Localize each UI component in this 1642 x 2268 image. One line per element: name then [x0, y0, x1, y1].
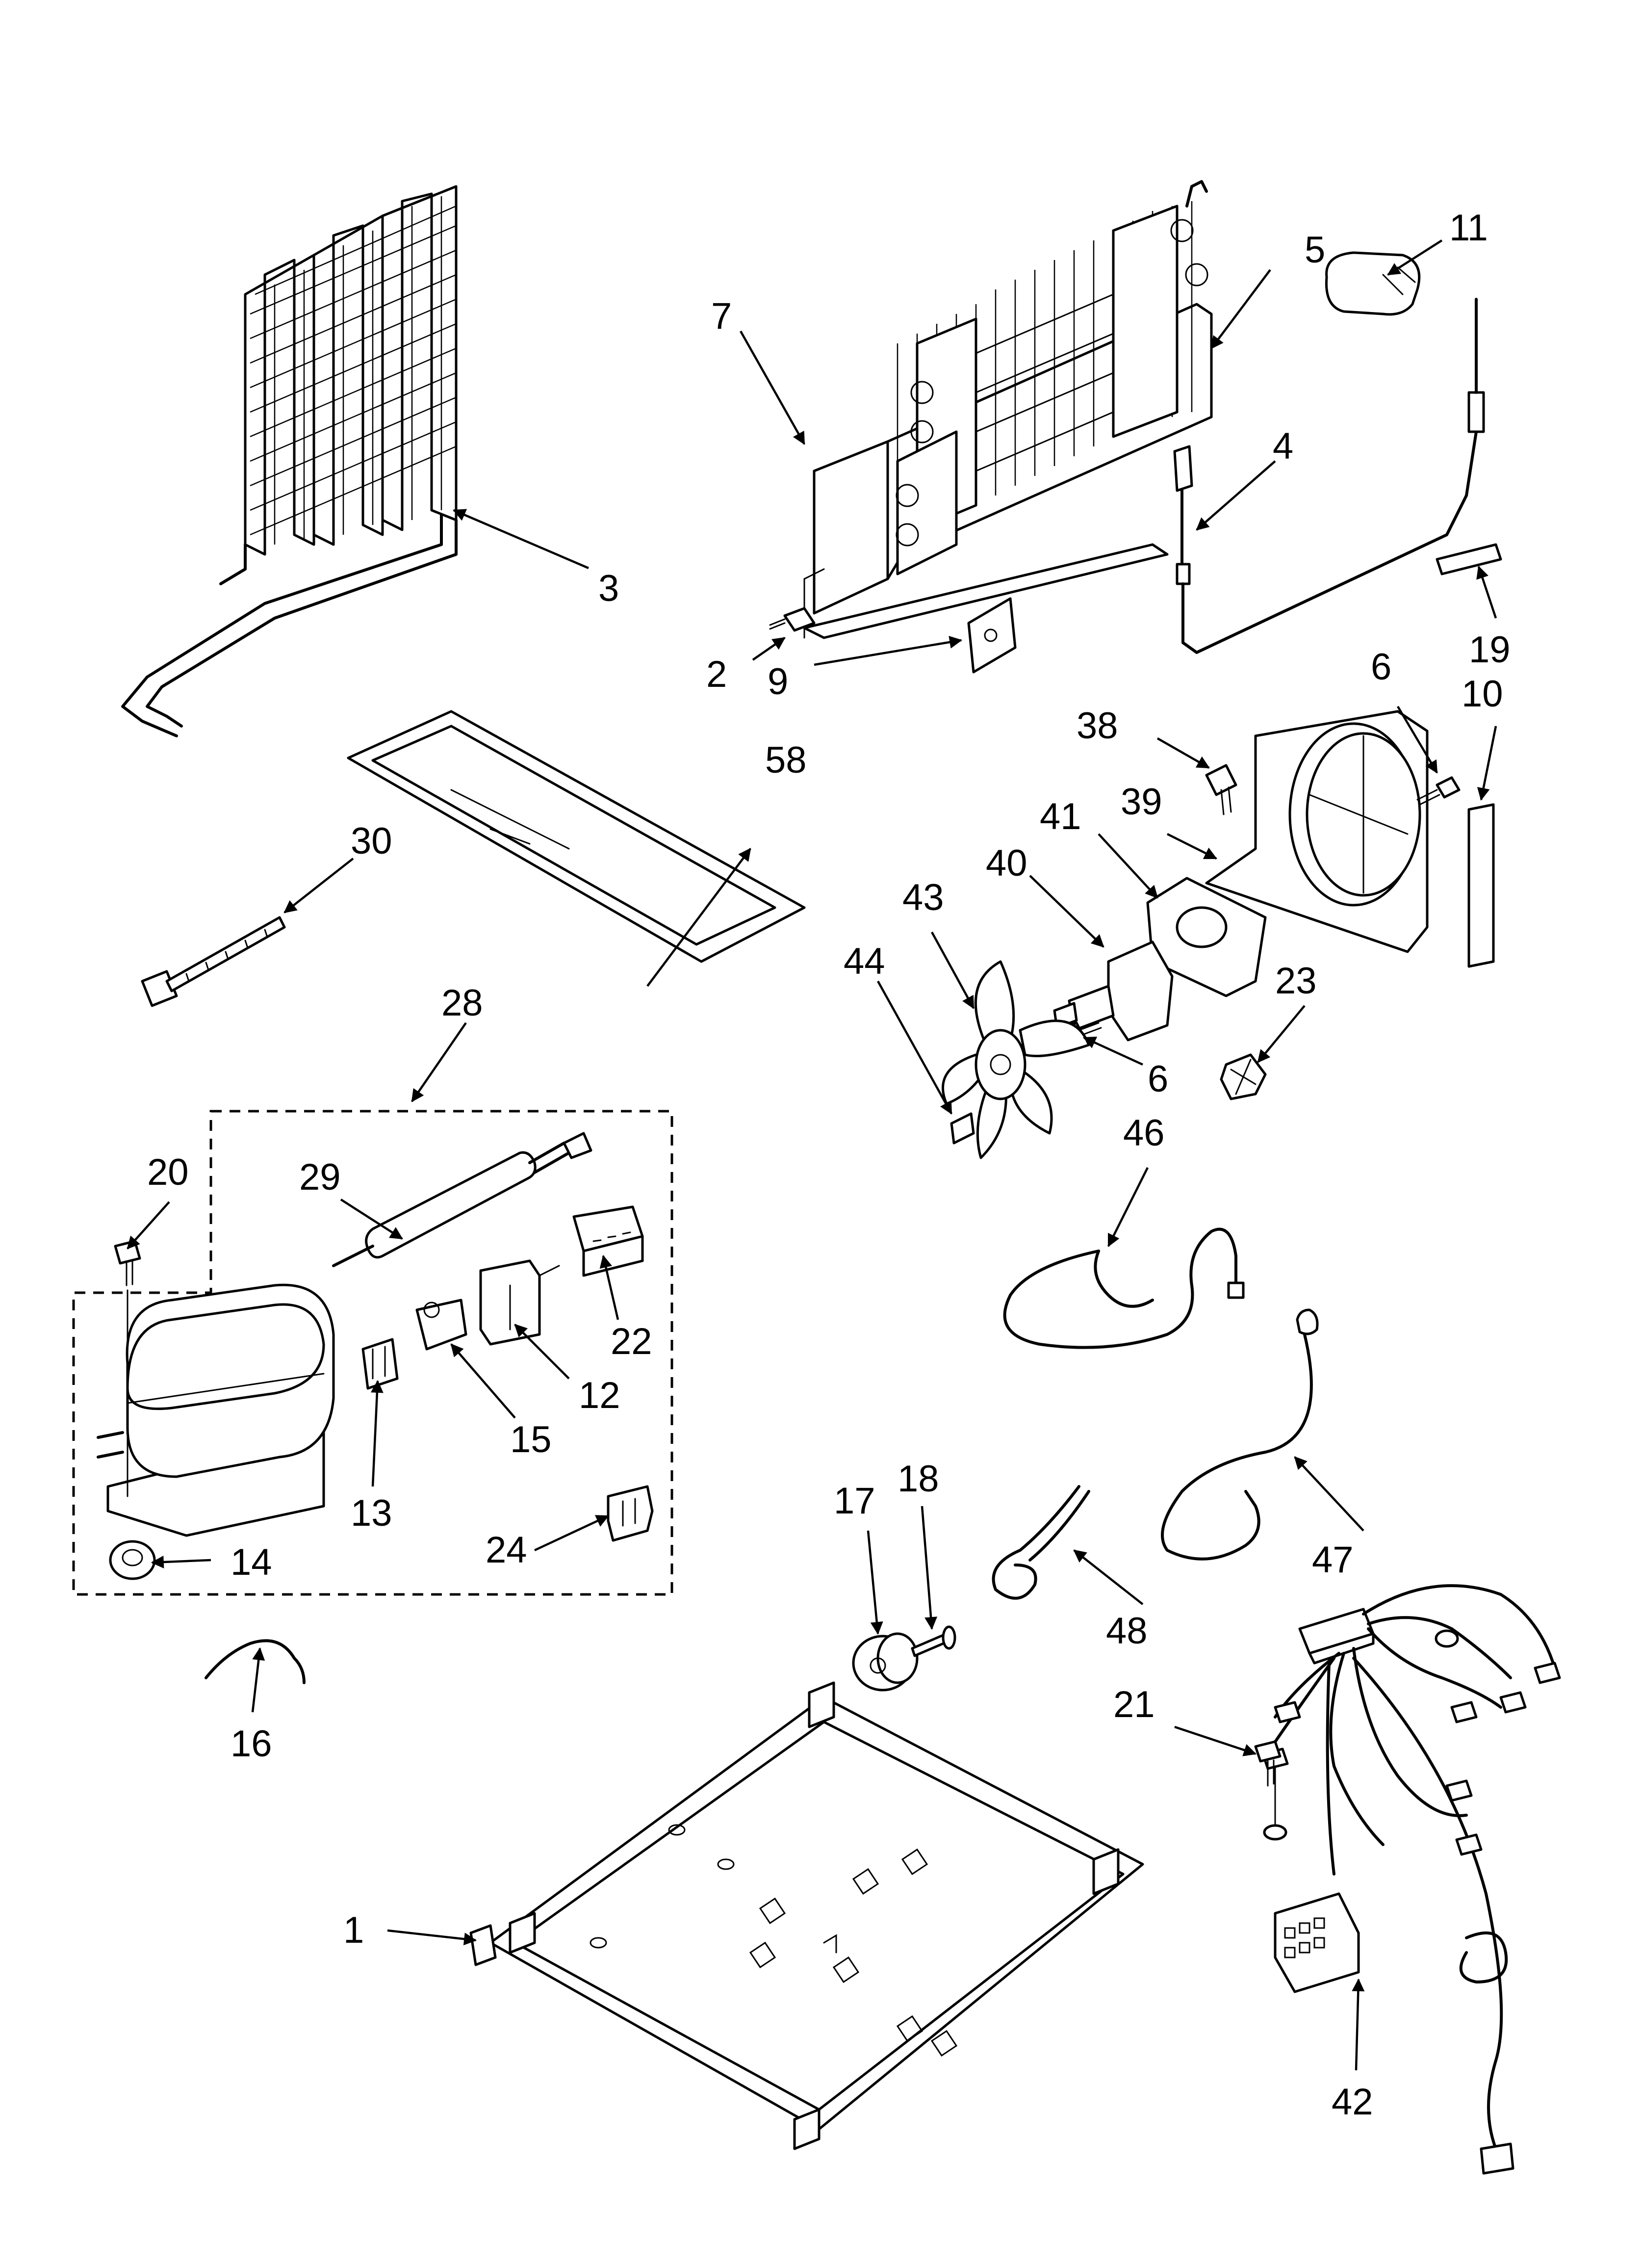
- callout-13: 13: [351, 1492, 392, 1534]
- callout-10: 10: [1462, 673, 1503, 715]
- callout-7: 7: [711, 295, 732, 337]
- callout-23: 23: [1275, 960, 1317, 1002]
- callout-1: 1: [343, 1909, 364, 1951]
- connector-part-24: [607, 1485, 654, 1542]
- callout-39: 39: [1121, 781, 1162, 823]
- callout-6-top: 6: [1371, 646, 1391, 688]
- callout-12: 12: [579, 1375, 620, 1416]
- callout-46: 46: [1123, 1112, 1165, 1154]
- relay-part-22: [572, 1205, 644, 1277]
- callout-17: 17: [834, 1480, 875, 1522]
- callout-4: 4: [1273, 425, 1293, 467]
- callout-6-bottom: 6: [1148, 1058, 1168, 1100]
- compressor: [97, 1283, 335, 1537]
- callout-15: 15: [510, 1419, 552, 1460]
- callout-24: 24: [486, 1529, 527, 1571]
- terminal-part-13: [361, 1338, 399, 1390]
- evaporator: [803, 180, 1213, 639]
- callout-20: 20: [147, 1151, 189, 1193]
- callout-3: 3: [598, 568, 619, 609]
- callout-11: 11: [1449, 207, 1488, 249]
- callout-22: 22: [611, 1321, 652, 1362]
- callout-44: 44: [844, 940, 885, 982]
- cover-part-11: [1325, 251, 1421, 316]
- callout-30: 30: [351, 820, 392, 862]
- callout-42: 42: [1332, 2081, 1373, 2123]
- callout-38: 38: [1077, 705, 1118, 747]
- callout-9: 9: [768, 661, 788, 703]
- screw-part-38: [1205, 764, 1237, 815]
- callout-5: 5: [1305, 229, 1325, 271]
- cover-part-12: [479, 1259, 560, 1346]
- grommet-part-23: [1220, 1053, 1267, 1100]
- fan-motor: [1053, 940, 1174, 1042]
- callout-40: 40: [986, 842, 1027, 884]
- screw-part-21: [1254, 1740, 1287, 1841]
- fan-blade: [942, 960, 1090, 1159]
- callouts: 1 2 3 4 5 6 6 7 9 10 11 12 13 14 15 16 1…: [147, 207, 1511, 2123]
- overload-part-15: [415, 1299, 467, 1351]
- tube-part-48: [992, 1485, 1090, 1600]
- callout-29: 29: [299, 1156, 341, 1198]
- callout-41: 41: [1040, 796, 1081, 837]
- callout-43: 43: [902, 877, 944, 918]
- tube-part-47: [1161, 1308, 1319, 1561]
- callout-28: 28: [441, 982, 483, 1024]
- callout-58: 58: [765, 739, 807, 781]
- drain-trough: [347, 710, 806, 963]
- clip-part-16: [205, 1639, 306, 1684]
- wire-harness: [1261, 1584, 1561, 2175]
- fan-clip-part-44: [950, 1112, 975, 1145]
- grommet-part-14: [109, 1540, 156, 1580]
- callout-16: 16: [231, 1723, 272, 1765]
- cable-tie: [141, 916, 286, 1007]
- callout-19: 19: [1469, 629, 1511, 671]
- base-frame: [469, 1681, 1144, 2150]
- defrost-thermostat: [1173, 298, 1485, 654]
- compressor-kit-outline: [72, 1110, 673, 1596]
- callout-47: 47: [1312, 1539, 1354, 1581]
- callout-21: 21: [1113, 1684, 1155, 1725]
- gasket-strip-part-10: [1467, 803, 1495, 968]
- condenser-coil: [121, 185, 458, 737]
- screw-part-6-top: [1416, 776, 1461, 806]
- tube-part-46: [1003, 1227, 1245, 1349]
- roller-part-17: [852, 1632, 919, 1692]
- leader-lines: [127, 239, 1497, 2071]
- fan-shroud: [1205, 710, 1429, 953]
- drier-part-29: [332, 1132, 592, 1267]
- axle-pin-part-18: [911, 1625, 956, 1657]
- callout-18: 18: [898, 1458, 939, 1500]
- callout-2: 2: [706, 653, 727, 695]
- callout-14: 14: [231, 1541, 272, 1583]
- clip-part-9: [967, 597, 1017, 674]
- screw-part-2: [769, 607, 816, 632]
- callout-48: 48: [1106, 1610, 1148, 1652]
- clip-part-19: [1436, 543, 1502, 575]
